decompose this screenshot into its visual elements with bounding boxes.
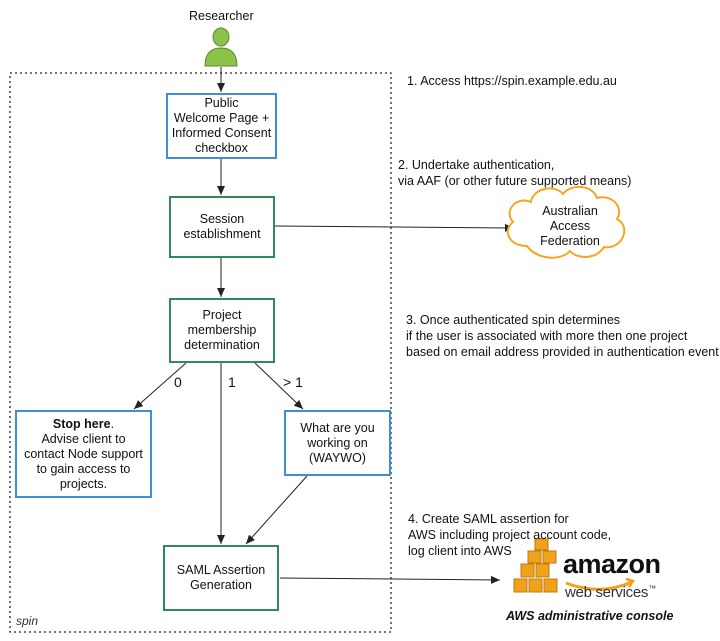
step-2-note: 2. Undertake authentication, via AAF (or … bbox=[398, 157, 631, 189]
text-line: SAML Assertion bbox=[176, 563, 266, 577]
text-line: to gain access to bbox=[36, 461, 131, 476]
branch-label-zero: 0 bbox=[174, 374, 182, 390]
system-label: spin bbox=[16, 614, 39, 628]
branch-label-many: > 1 bbox=[283, 374, 303, 390]
text-line: What are you bbox=[300, 420, 375, 435]
amazon-smile-icon bbox=[565, 580, 633, 591]
branch-label-one: 1 bbox=[228, 374, 236, 390]
arrow-saml-to-aws bbox=[279, 575, 501, 584]
text-line: Welcome Page + bbox=[173, 111, 270, 125]
text-line: membership bbox=[187, 323, 257, 337]
text-line: log client into AWS bbox=[408, 544, 512, 558]
stop-here-bold: Stop here bbox=[52, 416, 111, 431]
text-line: (WAYWO) bbox=[309, 450, 366, 465]
text-line: AWS including project account code, bbox=[408, 528, 612, 542]
text-line: checkbox bbox=[195, 141, 248, 155]
text-line: based on email address provided in authe… bbox=[406, 345, 719, 359]
step-3-note: 3. Once authenticated spin determines if … bbox=[406, 312, 719, 360]
amazon-logo-sub: web services™ bbox=[565, 584, 656, 601]
text-line: Generation bbox=[190, 578, 252, 592]
text-line: establishment bbox=[183, 227, 261, 241]
text-line: working on bbox=[307, 435, 368, 450]
actor-label: Researcher bbox=[189, 9, 254, 23]
text-line: contact Node support bbox=[24, 446, 143, 461]
text-line: 2. Undertake authentication, bbox=[398, 158, 555, 172]
text-line: 3. Once authenticated spin determines bbox=[406, 313, 621, 327]
text-line: 4. Create SAML assertion for bbox=[408, 512, 569, 526]
arrow-session-to-aaf bbox=[274, 223, 515, 232]
text-line: determination bbox=[184, 338, 260, 352]
text-line: Advise client to bbox=[41, 431, 126, 446]
arrow-to-stop bbox=[133, 362, 187, 410]
text-line: Federation bbox=[540, 234, 600, 248]
system-boundary bbox=[9, 72, 392, 633]
text-line: Public bbox=[204, 96, 239, 110]
text-line: projects. bbox=[59, 476, 108, 491]
text-line: via AAF (or other future supported means… bbox=[398, 174, 632, 188]
aaf-cloud bbox=[506, 186, 626, 259]
text-line: Australian bbox=[542, 204, 598, 218]
text-line: Session bbox=[199, 212, 245, 226]
text-line: Access bbox=[549, 219, 591, 233]
text-line: Informed Consent bbox=[171, 126, 272, 140]
aws-console-caption: AWS administrative console bbox=[506, 609, 674, 623]
amazon-logo-word: amazon bbox=[563, 549, 661, 579]
step-1-note: 1. Access https://spin.example.edu.au bbox=[407, 73, 617, 89]
text-line: Project bbox=[202, 308, 242, 322]
text-line: if the user is associated with more then… bbox=[406, 329, 688, 343]
text-line: 1. Access https://spin.example.edu.au bbox=[407, 74, 617, 88]
aws-cubes-icon bbox=[513, 538, 558, 593]
user-icon bbox=[204, 27, 238, 67]
arrow-to-waywo bbox=[254, 362, 304, 410]
arrow-waywo-to-saml bbox=[245, 475, 308, 545]
